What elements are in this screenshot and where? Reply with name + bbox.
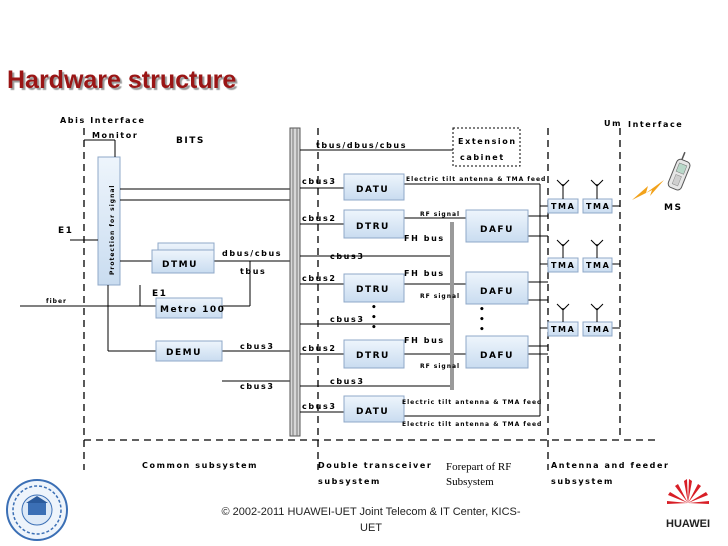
footer-copyright: © 2002-2011 HUAWEI-UET Joint Telecom & I…: [198, 504, 544, 536]
fh-bus-bar: [450, 222, 454, 390]
cbus2-dtru1-label: cbus2: [302, 214, 337, 223]
dtru-box-3: [343, 339, 405, 369]
mobile-phone-icon: [667, 151, 691, 191]
tbus-dbus-cbus-label: tbus/dbus/cbus: [316, 141, 407, 150]
extension-label: Extension: [458, 137, 517, 146]
um-interface-label: Interface: [628, 120, 683, 129]
dafu3-label: DAFU: [480, 351, 514, 361]
metro100-box: [155, 297, 223, 319]
huawei-logo: [667, 479, 709, 504]
cabinet-label: cabinet: [460, 153, 505, 162]
metro100-label: Metro 100: [160, 305, 225, 315]
ellipsis-dot-3: •: [371, 323, 378, 333]
ms-label: MS: [664, 203, 682, 213]
datu-box-top: [343, 173, 405, 201]
ellipsis-dot-5: •: [479, 315, 486, 325]
fh-bus-1-label: FH bus: [404, 234, 445, 243]
tma-1b-label: TMA: [586, 202, 610, 211]
ellipsis-dot-1: •: [371, 303, 378, 313]
backplane-bus: [289, 127, 301, 437]
dtru-box-1: [343, 209, 405, 239]
dbus-cbus-label: dbus/cbus: [222, 249, 282, 258]
tma-3a-label: TMA: [551, 325, 575, 334]
datu-top-label: DATU: [356, 185, 389, 195]
antenna-feeder-label: Antenna and feeder: [551, 461, 670, 470]
fiber-label: fiber: [46, 298, 67, 305]
e1-mid-label: E1: [152, 289, 167, 299]
extension-cabinet-box: [452, 127, 521, 167]
tma-3b-label: TMA: [586, 325, 610, 334]
tbus-label: tbus: [240, 267, 266, 276]
ellipsis-dot-4: •: [479, 305, 486, 315]
wireless-link-icon: [632, 180, 664, 200]
dafu-box-2: [465, 271, 529, 305]
tma-1a-label: TMA: [551, 202, 575, 211]
dtru2-label: DTRU: [356, 285, 390, 295]
subsystem-dividers: [83, 128, 660, 470]
cbus3-common-a-label: cbus3: [240, 342, 275, 351]
demu-box: [155, 340, 223, 362]
huawei-wordmark: HUAWEI: [666, 518, 710, 530]
dtmu-box: [151, 249, 215, 274]
university-seal-logo: [6, 479, 68, 541]
cbus2-dtru3-label: cbus2: [302, 344, 337, 353]
rf-signal-3-label: RF signal: [420, 363, 460, 370]
common-subsystem-label: Common subsystem: [142, 461, 258, 470]
dafu2-label: DAFU: [480, 287, 514, 297]
cbus3-common-b-label: cbus3: [240, 382, 275, 391]
rf-signal-1-label: RF signal: [420, 211, 460, 218]
protection-label: Protection for signal: [109, 185, 116, 275]
demu-label: DEMU: [166, 348, 202, 358]
electric-tilt-bottom-label: Electric tilt antenna & TMA feed: [402, 421, 542, 428]
electric-tilt-top-label: Electric tilt antenna & TMA feed: [406, 176, 546, 183]
antenna-icons: [556, 179, 604, 322]
cbus3-datu-top-label: cbus3: [302, 177, 337, 186]
antenna-subsystem-label: subsystem: [551, 477, 614, 486]
abis-interface-label: Abis Interface: [60, 116, 146, 125]
ellipsis-dot-2: •: [371, 313, 378, 323]
tma-2b-label: TMA: [586, 261, 610, 270]
forepart-subsystem-label: Subsystem: [446, 476, 494, 488]
dtru1-label: DTRU: [356, 222, 390, 232]
fh-bus-3-label: FH bus: [404, 336, 445, 345]
forepart-rf-label: Forepart of RF: [446, 461, 511, 473]
common-links: [20, 188, 290, 382]
fh-bus-2-label: FH bus: [404, 269, 445, 278]
double-transceiver-label: Double transceiver: [318, 461, 432, 470]
monitor-label: Monitor: [92, 131, 138, 140]
e1-left-label: E1: [58, 226, 73, 236]
tma-2a-label: TMA: [551, 261, 575, 270]
dafu-box-1: [465, 209, 529, 243]
dtru3-label: DTRU: [356, 351, 390, 361]
um-label: Um: [604, 119, 622, 128]
dtru-box-2: [343, 273, 405, 303]
cbus2-dtru2-label: cbus2: [302, 274, 337, 283]
cbus3-dtru1-label: cbus3: [330, 252, 365, 261]
double-transceiver-subsystem-label: subsystem: [318, 477, 381, 486]
dafu1-label: DAFU: [480, 225, 514, 235]
datu-box-bottom: [343, 395, 405, 423]
cbus3-datu-bottom-label: cbus3: [302, 402, 337, 411]
page-title: Hardware structure: [7, 66, 237, 94]
bits-label: BITS: [176, 136, 205, 146]
datu-bottom-label: DATU: [356, 407, 389, 417]
protection-box: [97, 156, 121, 286]
dtmu-label: DTMU: [162, 260, 198, 270]
cbus3-dtru3-label: cbus3: [330, 377, 365, 386]
footer-line-2: UET: [360, 522, 382, 534]
electric-tilt-mid-label: Electric tilt antenna & TMA feed: [402, 399, 542, 406]
cbus3-dtru2-label: cbus3: [330, 315, 365, 324]
dafu-box-3: [465, 335, 529, 369]
ellipsis-dot-6: •: [479, 325, 486, 335]
footer-line-1: © 2002-2011 HUAWEI-UET Joint Telecom & I…: [221, 506, 521, 518]
rf-signal-2-label: RF signal: [420, 293, 460, 300]
